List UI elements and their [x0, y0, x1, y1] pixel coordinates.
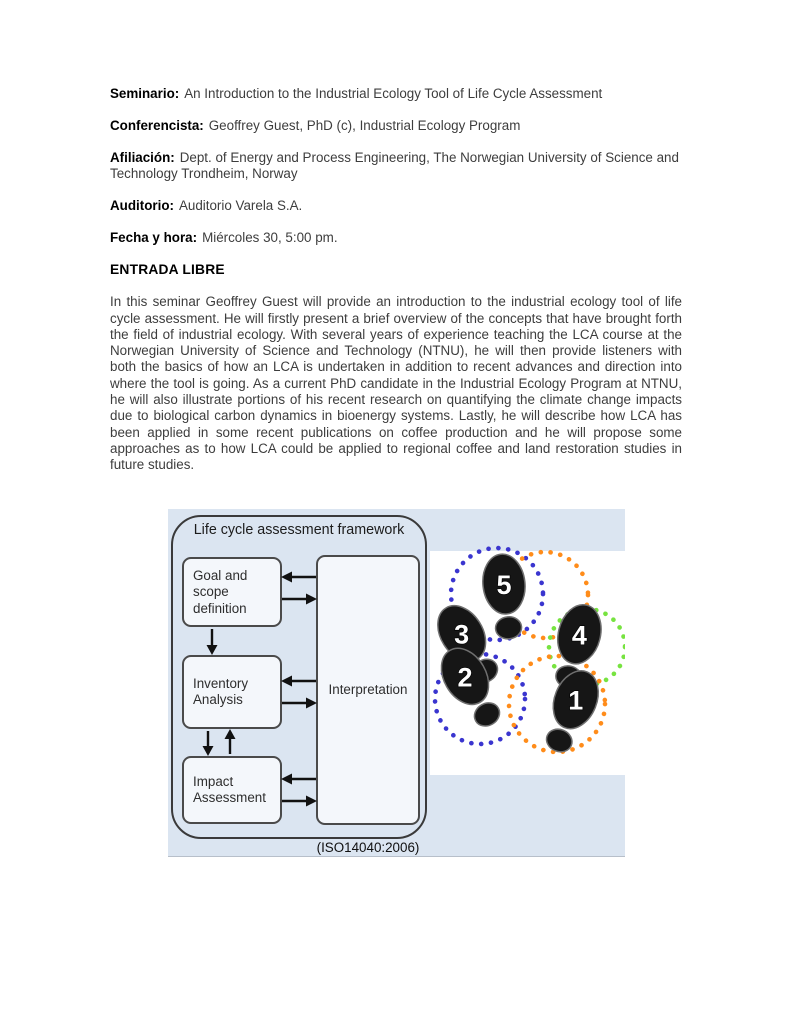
impact-assessment-box: Impact Assessment: [182, 756, 282, 825]
inventory-analysis-label: Inventory Analysis: [193, 675, 249, 708]
interpretation-box: Interpretation: [316, 555, 420, 826]
footprint-5: 5: [482, 553, 526, 641]
footprint-number-3: 3: [454, 620, 469, 650]
field-label: Fecha y hora:: [110, 230, 198, 246]
field-value: Dept. of Energy and Process Engineering,…: [110, 149, 679, 182]
document-content: Seminario: An Introduction to the Industr…: [110, 86, 682, 858]
goal-scope-label: Goal and scope definition: [193, 567, 248, 616]
field-value: Miércoles 30, 5:00 pm.: [202, 230, 338, 246]
field-fecha-hora: Fecha y hora:Miércoles 30, 5:00 pm.: [110, 230, 682, 246]
field-label: Seminario:: [110, 86, 180, 101]
footprint-number-1: 1: [568, 686, 583, 716]
footprints-illustration: 5 3 2 4: [430, 546, 625, 776]
field-value: Auditorio Varela S.A.: [178, 198, 303, 214]
field-value: An Introduction to the Industrial Ecolog…: [184, 86, 603, 101]
interpretation-label: Interpretation: [328, 682, 408, 698]
field-conferencista: Conferencista:Geoffrey Guest, PhD (c), I…: [110, 118, 682, 134]
footprint-number-5: 5: [496, 571, 511, 601]
dotted-circle-blue-top: [448, 546, 546, 643]
inventory-analysis-box: Inventory Analysis: [182, 655, 282, 730]
impact-assessment-label: Impact Assessment: [193, 773, 266, 806]
goal-scope-box: Goal and scope definition: [182, 557, 282, 628]
dotted-circle-orange-top: [499, 550, 591, 641]
field-seminario: Seminario: An Introduction to the Industr…: [110, 86, 682, 102]
entrada-libre-heading: ENTRADA LIBRE: [110, 262, 225, 278]
field-label: Conferencista:: [110, 117, 204, 133]
seminar-description: In this seminar Geoffrey Guest will prov…: [110, 294, 682, 473]
footprint-1: 1: [545, 670, 599, 754]
framework-title: Life cycle assessment framework: [193, 522, 405, 539]
dotted-circle-orange-bottom: [506, 654, 608, 755]
framework-outline: [171, 515, 427, 840]
field-label: Afiliación:: [110, 149, 175, 165]
field-afiliacion: Afiliación:Dept. of Energy and Process E…: [110, 150, 682, 183]
footprint-number-2: 2: [457, 663, 472, 693]
footprint-number-4: 4: [572, 621, 587, 651]
field-value: Geoffrey Guest, PhD (c), Industrial Ecol…: [208, 117, 521, 133]
field-auditorio: Auditorio:Auditorio Varela S.A.: [110, 198, 682, 214]
field-label: Auditorio:: [110, 198, 174, 214]
iso-caption: (ISO14040:2006): [316, 840, 420, 856]
footprint-2: 2: [440, 648, 501, 728]
dotted-circle-blue-bottom: [432, 652, 528, 747]
lca-figure: Life cycle assessment framework Goal and…: [168, 509, 625, 858]
lca-framework-diagram: Life cycle assessment framework Goal and…: [168, 509, 430, 857]
